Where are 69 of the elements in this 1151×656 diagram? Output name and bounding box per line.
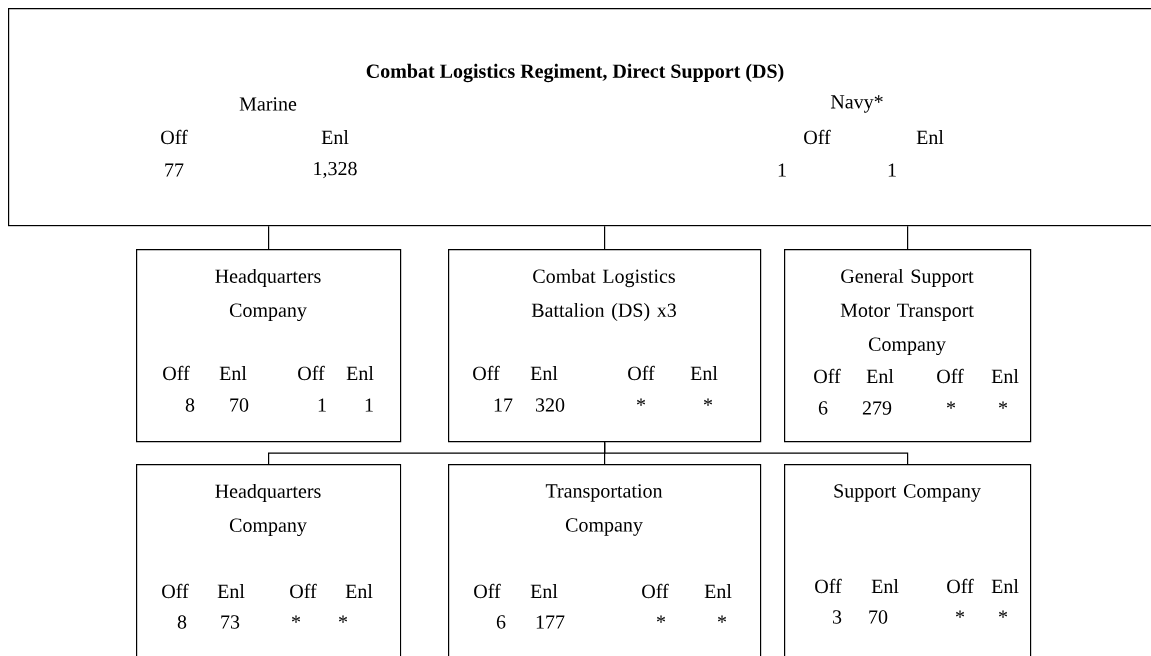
personnel-count: 8: [177, 615, 187, 629]
unit-title: Combat Logistics Battalion (DS) x3: [531, 268, 676, 322]
personnel-count: 77: [165, 163, 184, 177]
personnel-count: 70: [230, 398, 249, 412]
personnel-count: 6: [818, 401, 828, 415]
column-header: Enl: [345, 584, 373, 598]
column-header: Enl: [530, 366, 558, 380]
column-header: Off: [290, 583, 317, 599]
personnel-count: *: [956, 610, 965, 618]
personnel-count: 177: [536, 615, 565, 629]
column-header: Enl: [704, 584, 732, 598]
column-header: Enl: [530, 584, 558, 598]
column-header: Enl: [991, 579, 1019, 593]
personnel-count: 1: [888, 163, 896, 177]
personnel-count: 6: [496, 615, 506, 629]
service-label: Navy*: [830, 95, 883, 113]
column-header: Off: [804, 129, 831, 145]
column-header: Enl: [871, 579, 899, 593]
personnel-count: 73: [221, 615, 240, 629]
unit-title: Support Company: [834, 484, 981, 502]
column-header: Off: [473, 365, 500, 381]
personnel-count: 320: [535, 398, 565, 412]
column-header: Off: [814, 368, 841, 384]
personnel-count: *: [637, 398, 646, 406]
personnel-count: *: [999, 401, 1008, 409]
column-header: Off: [947, 578, 974, 594]
column-header: Enl: [991, 369, 1019, 383]
personnel-count: 1,328: [314, 161, 357, 179]
personnel-count: 1: [365, 398, 373, 412]
column-header: Enl: [346, 366, 374, 380]
unit-title: Headquarters Company: [215, 268, 321, 322]
connector-line: [604, 441, 909, 465]
personnel-count: *: [718, 615, 727, 623]
personnel-count: 70: [869, 610, 888, 624]
column-header: Off: [162, 583, 189, 599]
column-header: Off: [642, 583, 669, 599]
column-header: Enl: [690, 366, 718, 380]
personnel-count: 17: [494, 398, 513, 412]
column-header: Off: [163, 365, 190, 381]
column-header: Enl: [866, 369, 894, 383]
connector-line: [268, 225, 270, 250]
personnel-count: *: [947, 401, 956, 409]
column-header: Off: [815, 578, 842, 594]
column-header: Off: [298, 365, 325, 381]
unit-title: General Support Motor Transport Company: [840, 268, 974, 356]
column-header: Off: [474, 583, 501, 599]
column-header: Off: [628, 365, 655, 381]
personnel-count: 279: [862, 401, 892, 415]
column-header: Enl: [916, 130, 944, 144]
personnel-count: 1: [318, 398, 326, 412]
personnel-count: *: [291, 615, 301, 623]
personnel-count: 1: [778, 163, 786, 177]
service-label: Marine: [239, 97, 297, 111]
personnel-count: *: [657, 615, 666, 623]
column-header: Enl: [219, 366, 247, 380]
personnel-count: *: [339, 615, 348, 623]
personnel-count: *: [999, 610, 1008, 618]
column-header: Off: [937, 368, 964, 384]
column-header: Enl: [217, 584, 245, 598]
personnel-count: *: [704, 398, 713, 406]
connector-line: [907, 225, 909, 250]
unit-title: Transportation Company: [545, 484, 663, 536]
unit-title: Headquarters Company: [215, 483, 321, 537]
personnel-count: 8: [185, 398, 195, 412]
connector-line: [604, 225, 606, 250]
personnel-count: 3: [832, 610, 842, 624]
column-header: Enl: [321, 130, 349, 144]
column-header: Off: [161, 129, 188, 145]
unit-title: Combat Logistics Regiment, Direct Support (DS): [366, 63, 784, 83]
